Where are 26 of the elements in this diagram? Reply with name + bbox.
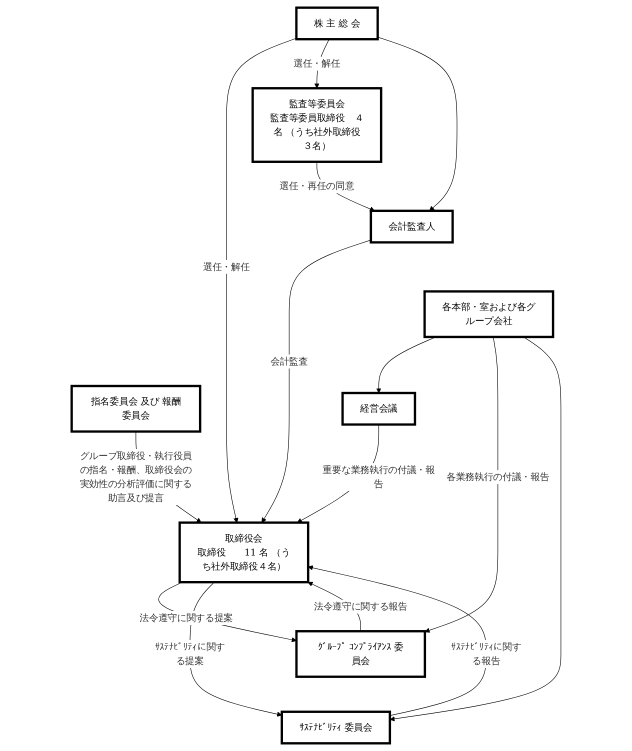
arrow <box>424 336 498 633</box>
node-box: 経営会議 <box>341 392 416 426</box>
node-box: 指名委員会 及び 報酬委員会 <box>70 384 201 433</box>
node-box: 取締役会 取締役 11 名 （うち社外取締役４名） <box>178 521 309 584</box>
edge-label: 会計監査 <box>270 356 308 367</box>
arrow <box>261 240 371 523</box>
edge-label: 各業務執行の付議・報告 <box>446 471 549 482</box>
arrow <box>376 336 436 394</box>
arrow <box>226 38 296 523</box>
node-box: 各本部・室および各グループ会社 <box>423 290 554 338</box>
node-box: 監査等委員会 監査等委員取締役 ４名 （うち社外取締役３名） <box>251 87 382 163</box>
edge-label: 法令遵守に関する報告 <box>314 600 408 612</box>
edge-label: グループ取締役・執行役員の指名・報酬、取締役会の実効性の分析評価に関する助言及び提言 <box>80 450 192 504</box>
edge-label: ｻｽﾃﾅﾋﾞﾘﾃｨに関する提案 <box>154 641 225 666</box>
arrow <box>389 336 561 722</box>
node-box: 株 主 総 会 <box>294 6 379 40</box>
node-box: ｸﾞﾙｰﾌﾟ ｺﾝﾌﾟﾗｲｱﾝｽ 委員会 <box>294 630 426 678</box>
edge-label: 法令遵守に関する提案 <box>139 612 233 624</box>
arrow <box>377 36 457 212</box>
node-box: 会計監査人 <box>369 210 454 244</box>
node-box: ｻｽﾃﾅﾋﾞﾘﾃｨ 委員会 <box>280 710 391 744</box>
edge-label: 重要な業務執行の付議・報告 <box>322 464 435 490</box>
edge-label: 選任・解任 <box>202 261 250 272</box>
edge-label: ｻｽﾃﾅﾋﾞﾘﾃｨに関する報告 <box>450 641 521 666</box>
edge-label: 選任・解任 <box>293 58 340 69</box>
edge-label: 選任・再任の同意 <box>279 180 354 192</box>
